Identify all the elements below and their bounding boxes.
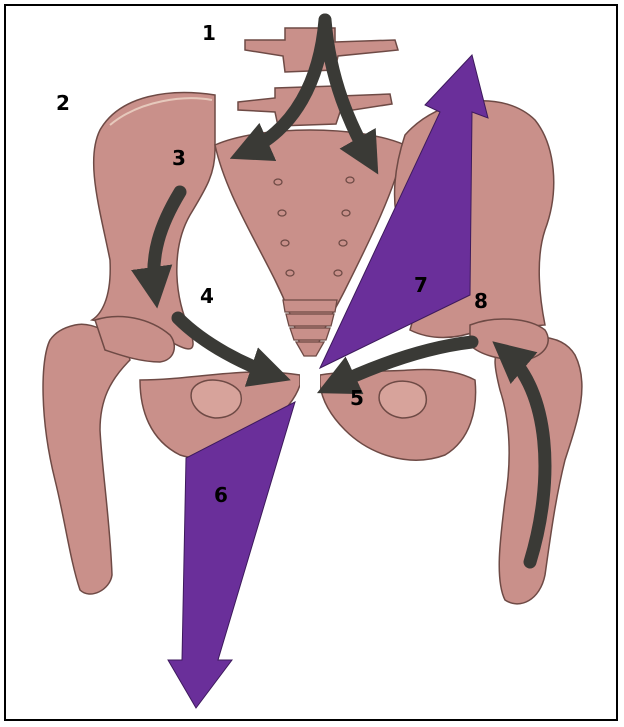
label-4: 4 (200, 284, 214, 308)
label-6: 6 (214, 483, 228, 507)
label-5: 5 (350, 386, 364, 410)
label-3: 3 (172, 146, 186, 170)
label-8: 8 (474, 289, 488, 313)
coccyx (283, 300, 337, 356)
left-ilium (92, 93, 215, 349)
pubic-symphysis (300, 370, 320, 400)
label-2: 2 (56, 91, 70, 115)
right-femur (495, 337, 582, 604)
label-7: 7 (414, 273, 428, 297)
left-femur (43, 324, 130, 594)
lumbar-vertebra-lower (238, 86, 392, 126)
label-1: 1 (202, 21, 216, 45)
